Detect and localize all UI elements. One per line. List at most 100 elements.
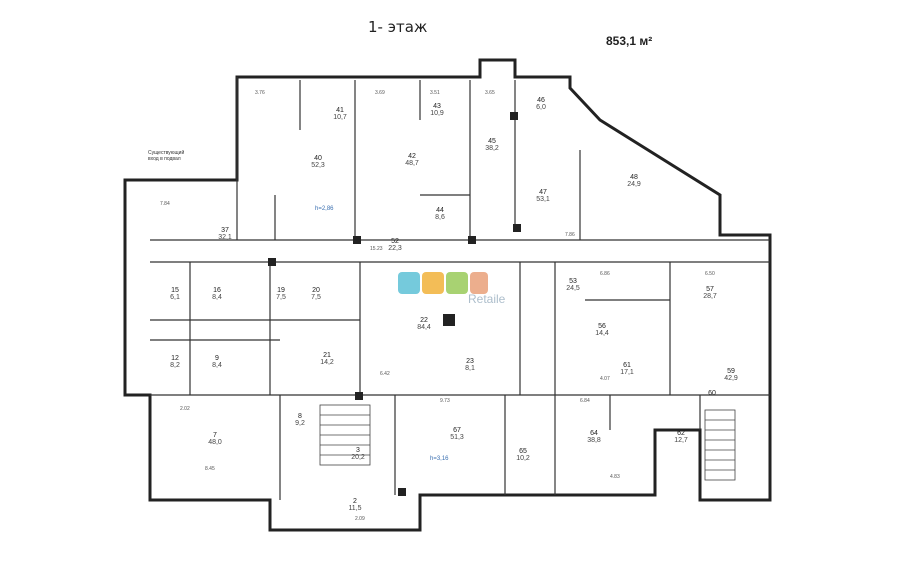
columns bbox=[268, 112, 521, 496]
room-12: 12 bbox=[171, 355, 179, 362]
dim: 6.50 bbox=[705, 271, 715, 277]
dim: 3.51 bbox=[430, 90, 440, 96]
dim: 15.23 bbox=[370, 246, 383, 252]
room-48: 48 bbox=[630, 174, 638, 181]
area-16: 8,4 bbox=[212, 294, 222, 301]
area-22: 84,4 bbox=[417, 324, 431, 331]
room-62: 62 bbox=[677, 430, 685, 437]
dim: 7.84 bbox=[160, 201, 170, 207]
inner-walls bbox=[150, 77, 770, 500]
area-45: 38,2 bbox=[485, 145, 499, 152]
area-43: 10,9 bbox=[430, 110, 444, 117]
stairs bbox=[319, 404, 736, 481]
floor-title: 1- этаж bbox=[368, 18, 428, 36]
area-64: 38,8 bbox=[587, 437, 601, 444]
area-20: 7,5 bbox=[311, 294, 321, 301]
area-9: 8,4 bbox=[212, 362, 222, 369]
dim: 6.42 bbox=[380, 371, 390, 377]
watermark-logo: Retaile bbox=[398, 272, 505, 312]
basement-entrance-note: Существующий вход в подвал bbox=[148, 150, 208, 162]
area-44: 8,6 bbox=[435, 214, 445, 221]
dim: 6.86 bbox=[600, 271, 610, 277]
dim: 6.84 bbox=[580, 398, 590, 404]
area-3: 20,2 bbox=[351, 454, 365, 461]
room-43: 43 bbox=[433, 103, 441, 110]
area-21: 14,2 bbox=[320, 359, 334, 366]
room-61: 61 bbox=[623, 362, 631, 369]
dimension-labels: 3.76 3.69 3.51 3.65 7.84 15.23 7.86 6.86… bbox=[160, 90, 715, 522]
room-8: 8 bbox=[298, 413, 302, 420]
total-area-label: 853,1 м² bbox=[606, 34, 653, 48]
area-7: 48,0 bbox=[208, 439, 222, 446]
area-37: 32,1 bbox=[218, 234, 232, 241]
room-47: 47 bbox=[539, 189, 547, 196]
area-65: 10,2 bbox=[516, 455, 530, 462]
ceiling-heights: h=2,86 h=3,16 bbox=[315, 206, 449, 462]
room-42: 42 bbox=[408, 153, 416, 160]
room-areas: 32,1 52,3 10,7 48,7 10,9 8,6 38,2 6,0 53… bbox=[170, 104, 738, 512]
area-67: 51,3 bbox=[450, 434, 464, 441]
note-line-2: вход в подвал bbox=[148, 156, 181, 162]
room-22: 22 bbox=[420, 317, 428, 324]
area-46: 6,0 bbox=[536, 104, 546, 111]
room-20: 20 bbox=[312, 287, 320, 294]
dim: 9.73 bbox=[440, 398, 450, 404]
room-16: 16 bbox=[213, 287, 221, 294]
watermark-text: Retaile bbox=[468, 292, 506, 306]
area-56: 14,4 bbox=[595, 330, 609, 337]
room-15: 15 bbox=[171, 287, 179, 294]
room-45: 45 bbox=[488, 138, 496, 145]
room-53: 53 bbox=[569, 278, 577, 285]
area-23: 8,1 bbox=[465, 365, 475, 372]
room-40: 40 bbox=[314, 155, 322, 162]
note-line-1: Существующий bbox=[148, 150, 185, 156]
room-44: 44 bbox=[436, 207, 444, 214]
room-60: 60 bbox=[708, 390, 716, 397]
area-48: 24,9 bbox=[627, 181, 641, 188]
room-59: 59 bbox=[727, 368, 735, 375]
area-42: 48,7 bbox=[405, 160, 419, 167]
dim: 8.45 bbox=[205, 466, 215, 472]
area-57: 28,7 bbox=[703, 293, 717, 300]
area-41: 10,7 bbox=[333, 114, 347, 121]
area-61: 17,1 bbox=[620, 369, 634, 376]
height-label-1: h=2,86 bbox=[315, 206, 334, 212]
area-12: 8,2 bbox=[170, 362, 180, 369]
area-62: 12,7 bbox=[674, 437, 688, 444]
room-56: 56 bbox=[598, 323, 606, 330]
height-label-2: h=3,16 bbox=[430, 456, 449, 462]
area-15: 6,1 bbox=[170, 294, 180, 301]
room-46: 46 bbox=[537, 97, 545, 104]
area-8: 9,2 bbox=[295, 420, 305, 427]
room-64: 64 bbox=[590, 430, 598, 437]
dim: 3.69 bbox=[375, 90, 385, 96]
room-52: 52 bbox=[391, 238, 399, 245]
area-53: 24,5 bbox=[566, 285, 580, 292]
room-65: 65 bbox=[519, 448, 527, 455]
outer-walls bbox=[123, 58, 772, 532]
room-2: 2 bbox=[353, 498, 357, 505]
area-40: 52,3 bbox=[311, 162, 325, 169]
area-47: 53,1 bbox=[536, 196, 550, 203]
room-41: 41 bbox=[336, 107, 344, 114]
area-52: 22,3 bbox=[388, 245, 402, 252]
area-19: 7,5 bbox=[276, 294, 286, 301]
room-67: 67 bbox=[453, 427, 461, 434]
area-59: 42,9 bbox=[724, 375, 738, 382]
dim: 3.76 bbox=[255, 90, 265, 96]
dim: 2.02 bbox=[180, 406, 190, 412]
room-21: 21 bbox=[323, 352, 331, 359]
area-2: 11,5 bbox=[348, 505, 361, 512]
room-9: 9 bbox=[215, 355, 219, 362]
room-3: 3 bbox=[356, 447, 360, 454]
room-23: 23 bbox=[466, 358, 474, 365]
dim: 3.65 bbox=[485, 90, 495, 96]
dim: 4.07 bbox=[600, 376, 610, 382]
room-19: 19 bbox=[277, 287, 285, 294]
room-labels: 37 40 41 42 43 44 45 46 47 48 52 15 16 1… bbox=[171, 97, 735, 505]
dim: 4.83 bbox=[610, 474, 620, 480]
room-37: 37 bbox=[221, 227, 229, 234]
dim: 7.86 bbox=[565, 232, 575, 238]
room-7: 7 bbox=[213, 432, 217, 439]
